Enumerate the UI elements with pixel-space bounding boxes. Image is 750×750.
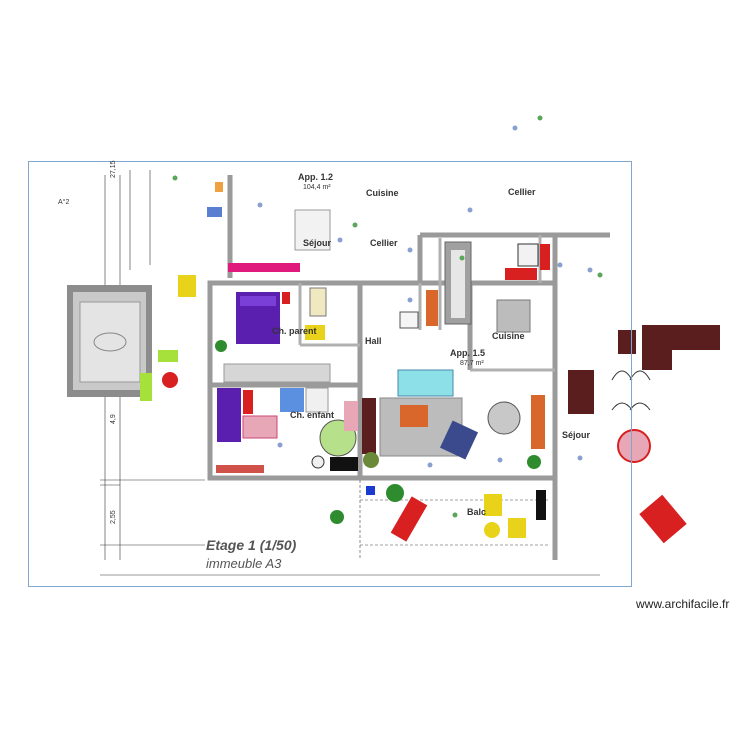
kitchen-island — [496, 299, 531, 333]
balcony-chair-1 — [484, 494, 502, 516]
room-label-cuisine-top: Cuisine — [366, 188, 399, 198]
plant-1 — [215, 340, 227, 352]
dim-left-low: 2,55 — [110, 510, 117, 524]
hall-bookshelf — [362, 398, 376, 454]
right-round-table — [617, 429, 651, 463]
room-area-app15: 87,7 m² — [460, 360, 484, 367]
deckchair — [390, 496, 428, 542]
red-stool — [162, 372, 178, 388]
right-cabinet — [568, 370, 594, 414]
parent-pillows — [240, 296, 276, 306]
wardrobe — [309, 287, 327, 317]
room-label-balcon: Balc — [467, 507, 487, 517]
room-label-app15: App. 1.5 — [450, 348, 486, 358]
nightstand — [282, 292, 290, 304]
kitchen-red-column — [540, 244, 550, 270]
plant-3 — [330, 510, 344, 524]
tv-stand — [330, 457, 358, 471]
blue-square — [366, 486, 375, 495]
inner-walls — [298, 235, 555, 372]
plant-2 — [363, 452, 379, 468]
balcony-table — [484, 522, 500, 538]
dining-table — [487, 401, 521, 435]
left-dimension-lines — [100, 170, 600, 576]
dim-left-mid: 4,9 — [110, 414, 117, 424]
magenta-bench — [228, 263, 300, 272]
plan-symbol-dots — [257, 125, 593, 468]
shaft-inner — [451, 250, 465, 318]
desk — [305, 325, 325, 340]
palm-plant — [386, 484, 404, 502]
room-label-app12: App. 1.2 — [298, 172, 334, 182]
dim-left-top: 27,15 — [110, 160, 117, 178]
child-shelf — [305, 387, 329, 413]
coffee-table — [400, 405, 428, 427]
cyan-sofa — [397, 369, 454, 397]
green-panel — [140, 373, 152, 401]
plan-title: Etage 1 (1/50) — [206, 537, 297, 553]
plan-subtitle: immeuble A3 — [206, 556, 282, 571]
orange-cupboard — [426, 290, 438, 326]
left-lift-box — [67, 285, 152, 397]
child-desk — [280, 388, 304, 412]
north-label: A°2 — [58, 199, 70, 206]
child-bench — [216, 465, 264, 473]
room-label-cellier-mid: Cellier — [370, 238, 398, 248]
fridge — [517, 243, 539, 267]
room-label-cuisine-right: Cuisine — [492, 331, 525, 341]
room-label-ch-parent: Ch. parent — [272, 326, 317, 336]
room-label-sejour-right: Séjour — [562, 430, 591, 440]
corridor-cabinet — [223, 363, 331, 383]
room-label-cellier-top: Cellier — [508, 187, 536, 197]
top-sink — [294, 209, 331, 251]
building-walls — [207, 175, 610, 560]
armchair-small — [311, 455, 325, 469]
sideboard — [531, 395, 545, 449]
yellow-chair — [178, 275, 196, 297]
wc — [399, 311, 419, 329]
child-rug — [242, 415, 278, 439]
plant-4 — [527, 455, 541, 469]
pink-cabinet — [344, 401, 358, 431]
drawing-frame — [28, 161, 632, 587]
child-toy — [243, 390, 253, 414]
room-label-sejour-left: Séjour — [303, 238, 332, 248]
child-bed — [217, 388, 241, 442]
plan-symbol-dots-green — [172, 115, 603, 518]
blue-cabinet — [207, 207, 222, 217]
balcony-chair-2 — [508, 518, 526, 538]
right-deckchair — [639, 494, 687, 544]
corner-sofa-side — [642, 325, 672, 370]
room-label-ch-enfant: Ch. enfant — [290, 410, 334, 420]
green-table — [158, 350, 178, 362]
orange-box — [215, 182, 223, 192]
blue-armchair — [439, 420, 479, 460]
kitchen-red-unit — [505, 268, 537, 280]
room-area-app12: 104,4 m² — [303, 184, 331, 191]
room-label-hall: Hall — [365, 336, 382, 346]
watermark-link[interactable]: www.archifacile.fr — [636, 597, 730, 611]
balcony-dark-panel — [536, 490, 546, 520]
